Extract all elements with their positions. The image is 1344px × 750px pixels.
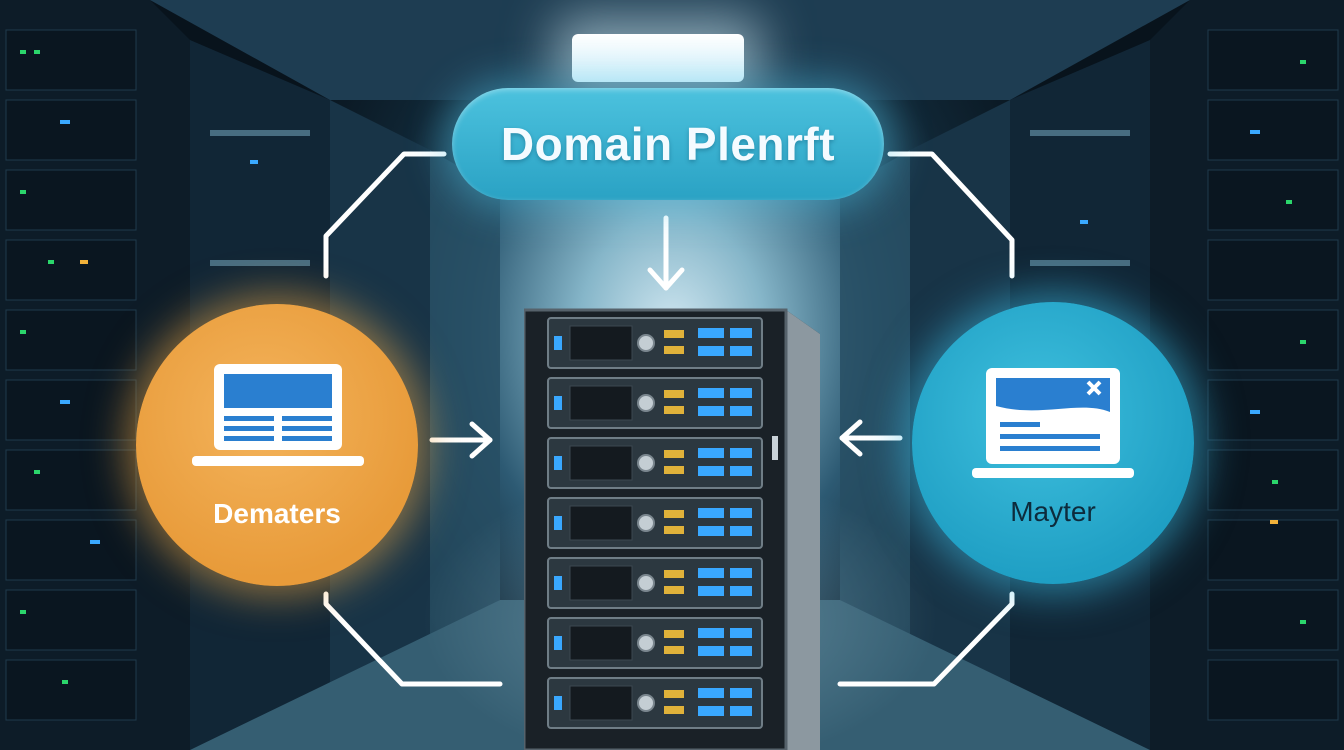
- browser-window-icon: [972, 368, 1134, 478]
- connector-top-right: [887, 151, 1015, 279]
- connector-bottom-left: [323, 591, 503, 687]
- server-unit: [547, 677, 763, 729]
- arrow-left: [839, 419, 903, 457]
- connector-top-left: [323, 151, 447, 279]
- server-unit: [547, 377, 763, 429]
- title-node: Domain Plenrft: [452, 88, 884, 200]
- arrow-down: [647, 215, 685, 291]
- node-left: Dematers: [136, 304, 418, 586]
- node-right-label: Mayter: [1010, 496, 1096, 527]
- server-unit: [547, 317, 763, 369]
- laptop-icon: [192, 364, 364, 466]
- node-left-label: Dematers: [213, 498, 341, 529]
- node-right: Mayter: [912, 302, 1194, 584]
- arrow-right: [429, 421, 493, 459]
- server-unit: [547, 437, 763, 489]
- server-rack-icon: [524, 308, 820, 750]
- close-icon: [1086, 380, 1102, 396]
- ceiling-light: [572, 34, 744, 82]
- server-unit: [547, 617, 763, 669]
- connector-bottom-right: [837, 591, 1015, 687]
- server-unit: [547, 557, 763, 609]
- server-units: [547, 317, 763, 729]
- server-unit: [547, 497, 763, 549]
- diagram-title: Domain Plenrft: [500, 118, 836, 170]
